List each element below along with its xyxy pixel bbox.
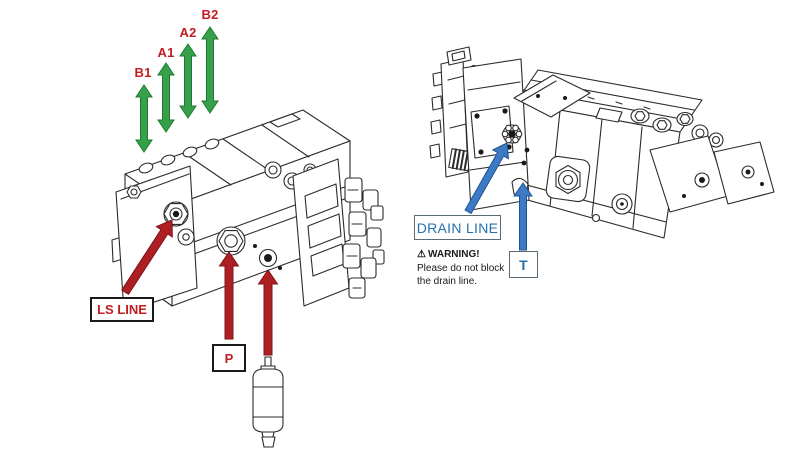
bottom-boss [611, 193, 633, 215]
drain-line-callout-label: DRAIN LINE [416, 219, 499, 236]
tank-port-callout-label: T [519, 256, 528, 273]
drain-port [501, 124, 523, 144]
ls-line-callout-label: LS LINE [97, 302, 147, 317]
spool-caps [630, 108, 724, 148]
warning-triangle-icon: ⚠ [417, 249, 426, 260]
top-left-fitting [126, 185, 142, 199]
solenoid-connectors [342, 177, 385, 299]
warning-note: ⚠WARNING! Please do not block the drain … [417, 248, 542, 288]
ls-port-fitting [163, 201, 189, 227]
extension-blocks [649, 135, 775, 213]
p-port-callout: P [212, 344, 246, 372]
ls-boss [177, 228, 195, 246]
right-valve-assembly [429, 46, 775, 239]
warning-title: ⚠WARNING! [417, 248, 542, 261]
port-b1-arrow [135, 84, 153, 153]
work-port-bosses [138, 138, 220, 174]
port-a2-arrow [179, 43, 197, 119]
warning-body-line2: the drain line. [417, 276, 478, 287]
end-plate [462, 58, 530, 211]
p-port-fitting [216, 226, 246, 256]
top-plate [513, 74, 591, 118]
accumulator-arrow [257, 269, 279, 356]
ls-line-arrow [121, 219, 173, 295]
drain-line-arrow [464, 142, 510, 215]
port-b2-arrow [201, 26, 219, 114]
tank-port-callout: T [509, 251, 538, 278]
port-label-a1: A1 [157, 45, 175, 60]
ls-line-callout: LS LINE [90, 297, 154, 322]
port-label-b1: B1 [134, 65, 152, 80]
drain-line-callout: DRAIN LINE [414, 215, 501, 240]
accumulator-port [253, 244, 282, 270]
p-port-callout-label: P [224, 350, 234, 366]
port-label-a2: A2 [179, 25, 197, 40]
tank-port-arrow [513, 182, 533, 251]
accumulator [252, 356, 284, 448]
warning-body-line1: Please do not block [417, 263, 505, 274]
p-port-arrow [218, 251, 240, 340]
port-a1-arrow [157, 62, 175, 133]
left-valve-assembly [111, 109, 385, 313]
hex-plug [545, 155, 591, 203]
port-label-b2: B2 [201, 7, 219, 22]
warning-title-text: WARNING! [427, 249, 480, 260]
end-valve-block [292, 158, 350, 307]
arrow-layer [121, 26, 533, 356]
